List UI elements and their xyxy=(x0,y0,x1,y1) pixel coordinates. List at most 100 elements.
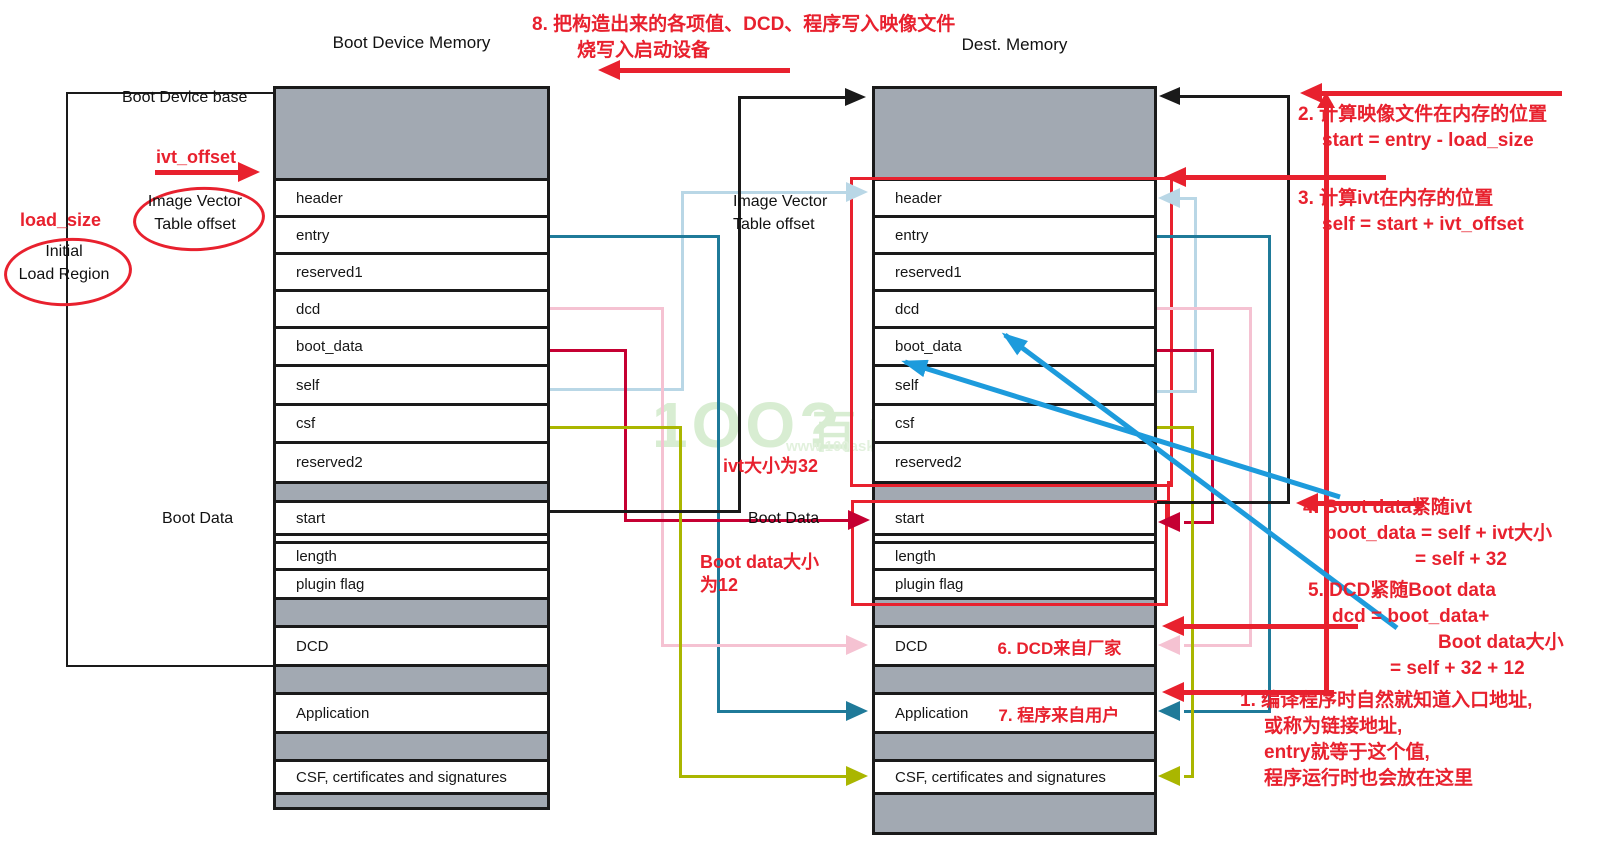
dcd-connector-right-h2 xyxy=(1184,644,1252,647)
memory-row-header: header xyxy=(276,178,547,215)
memory-row-label: DCD xyxy=(895,637,928,655)
mid-boot-data-label: Boot Data xyxy=(748,510,820,527)
memory-row-csf: csf xyxy=(875,403,1154,441)
annotation-3-line2: self = start + ivt_offset xyxy=(1322,214,1524,235)
boot-data-left-label: Boot Data xyxy=(162,510,234,527)
annotation-4-line2: boot_data = self + ivt大小 xyxy=(1325,523,1552,544)
memory-row-label: DCD xyxy=(296,637,329,655)
memory-row-label: plugin flag xyxy=(895,575,964,593)
start-connector-right-h2 xyxy=(1180,95,1290,98)
memory-row-label: reserved2 xyxy=(296,454,363,471)
start-connector-left-v xyxy=(738,97,741,513)
memory-row-dcd: DCD xyxy=(276,625,547,664)
memory-row-label: Application xyxy=(895,704,969,722)
memory-row-spacer xyxy=(875,731,1154,759)
dcd-arrow-right-icon xyxy=(1158,635,1180,655)
boot-data-size-note-2: 为12 xyxy=(700,575,739,595)
start-connector-right-v xyxy=(1287,95,1290,504)
memory-row-spacer xyxy=(875,533,1154,541)
memory-row-entry: entry xyxy=(875,215,1154,252)
entry-connector-left-h2 xyxy=(717,710,848,713)
memory-row-label: dcd xyxy=(296,300,321,318)
write-image-arrow xyxy=(618,68,790,73)
annotation-1-line3: entry就等于这个值, xyxy=(1264,742,1430,763)
annotation6-arrow xyxy=(1184,690,1334,695)
csf-arrow-left-icon xyxy=(846,766,868,786)
memory-row-label: CSF, certificates and signatures xyxy=(895,768,1106,786)
csf-connector-left-v xyxy=(679,426,682,778)
self-connector-left-h2 xyxy=(681,191,846,194)
right-column-title: Dest. Memory xyxy=(961,35,1068,54)
bootdata-connector-right-h2 xyxy=(1184,521,1214,524)
memory-row-csf: csf xyxy=(276,403,547,441)
annotation2-top-arrow-icon xyxy=(1300,83,1322,103)
annotation6-arrow-icon xyxy=(1162,682,1184,702)
ivt-size-note: ivt大小为32 xyxy=(723,456,819,476)
start-connector-right xyxy=(1157,501,1290,504)
annotation2-top-arrow xyxy=(1322,91,1562,96)
memory-row-spacer xyxy=(276,792,547,807)
memory-row-boot-data: boot_data xyxy=(276,326,547,364)
annotation-8-line1: 8. 把构造出来的各项值、DCD、程序写入映像文件 xyxy=(532,14,956,35)
dcd-blue-arrow xyxy=(1001,332,1399,631)
self-connector-right-v xyxy=(1194,197,1197,393)
dcd-connector-left xyxy=(550,307,664,310)
annotation-5-line3: Boot data大小 xyxy=(1438,632,1564,653)
ivt-offset-arrow xyxy=(155,170,240,175)
memory-row-csf-certificates-and-signatures: CSF, certificates and signatures xyxy=(875,759,1154,792)
entry-connector-right-h2 xyxy=(1184,710,1271,713)
annotation4-arrow xyxy=(1318,501,1424,506)
memory-row-label: csf xyxy=(296,415,316,432)
start-connector-left-h2 xyxy=(738,96,846,99)
memory-row-reserved1: reserved1 xyxy=(875,252,1154,289)
annotation-spine-line xyxy=(1324,106,1329,694)
bootdata-connector-right xyxy=(1157,349,1214,352)
memory-row-label: reserved2 xyxy=(895,454,962,471)
dcd-connector-left-h2 xyxy=(661,644,848,647)
memory-row-boot-data: boot_data xyxy=(875,326,1154,364)
start-arrow-right-icon xyxy=(1159,87,1180,105)
memory-row-plugin-flag: plugin flag xyxy=(875,568,1154,597)
memory-row-start: start xyxy=(276,500,547,533)
csf-connector-right-h2 xyxy=(1184,775,1194,778)
bootdata-arrow-left-icon xyxy=(848,510,870,530)
csf-connector-right-v xyxy=(1191,426,1194,778)
load-size-label: load_size xyxy=(20,210,102,230)
bootdata-connector-left-v xyxy=(624,349,627,522)
memory-row-label: entry xyxy=(296,226,330,244)
memory-row-length: length xyxy=(276,541,547,568)
bootdata-connector-left-h2 xyxy=(624,519,850,522)
memory-row-spacer xyxy=(875,597,1154,625)
csf-connector-left-h2 xyxy=(679,775,848,778)
dcd-arrow-left-icon xyxy=(846,635,868,655)
initial-load-text-2: Load Region xyxy=(18,266,110,283)
ivt-ellipse-text-2: Table offset xyxy=(154,216,236,233)
memory-row-csf-certificates-and-signatures: CSF, certificates and signatures xyxy=(276,759,547,792)
annotation-2-line2: start = entry - load_size xyxy=(1322,130,1534,151)
memory-row-label: self xyxy=(895,376,919,394)
bootdata-connector-left xyxy=(550,349,627,352)
bootdata-arrow-right-icon xyxy=(1158,512,1180,532)
memory-row-label: self xyxy=(296,376,320,394)
memory-row-spacer xyxy=(875,664,1154,692)
memory-row-label: Application xyxy=(296,704,370,722)
memory-row-label: boot_data xyxy=(296,338,363,355)
memory-row-label: plugin flag xyxy=(296,575,365,593)
memory-row-label: header xyxy=(296,189,343,207)
entry-connector-right xyxy=(1157,235,1271,238)
annotation-4-line3: = self + 32 xyxy=(1415,549,1507,570)
memory-row-label: dcd xyxy=(895,300,920,318)
inline-annotation: 7. 程序来自用户 xyxy=(998,705,1120,725)
self-connector-left xyxy=(550,388,683,391)
memory-row-spacer xyxy=(276,481,547,500)
memory-row-label: entry xyxy=(895,226,929,244)
memory-row-spacer xyxy=(276,731,547,759)
bootdata-blue-arrow xyxy=(901,359,1341,500)
entry-connector-left xyxy=(550,235,720,238)
bootdata-connector-right-v xyxy=(1211,349,1214,524)
annotation-5-line1: 5. DCD紧随Boot data xyxy=(1308,580,1496,601)
watermark-logo: 1OO? xyxy=(652,389,843,461)
annotation-1-line1: 1. 编译程序时自然就知道入口地址, xyxy=(1240,690,1533,711)
memory-row-self: self xyxy=(875,364,1154,403)
